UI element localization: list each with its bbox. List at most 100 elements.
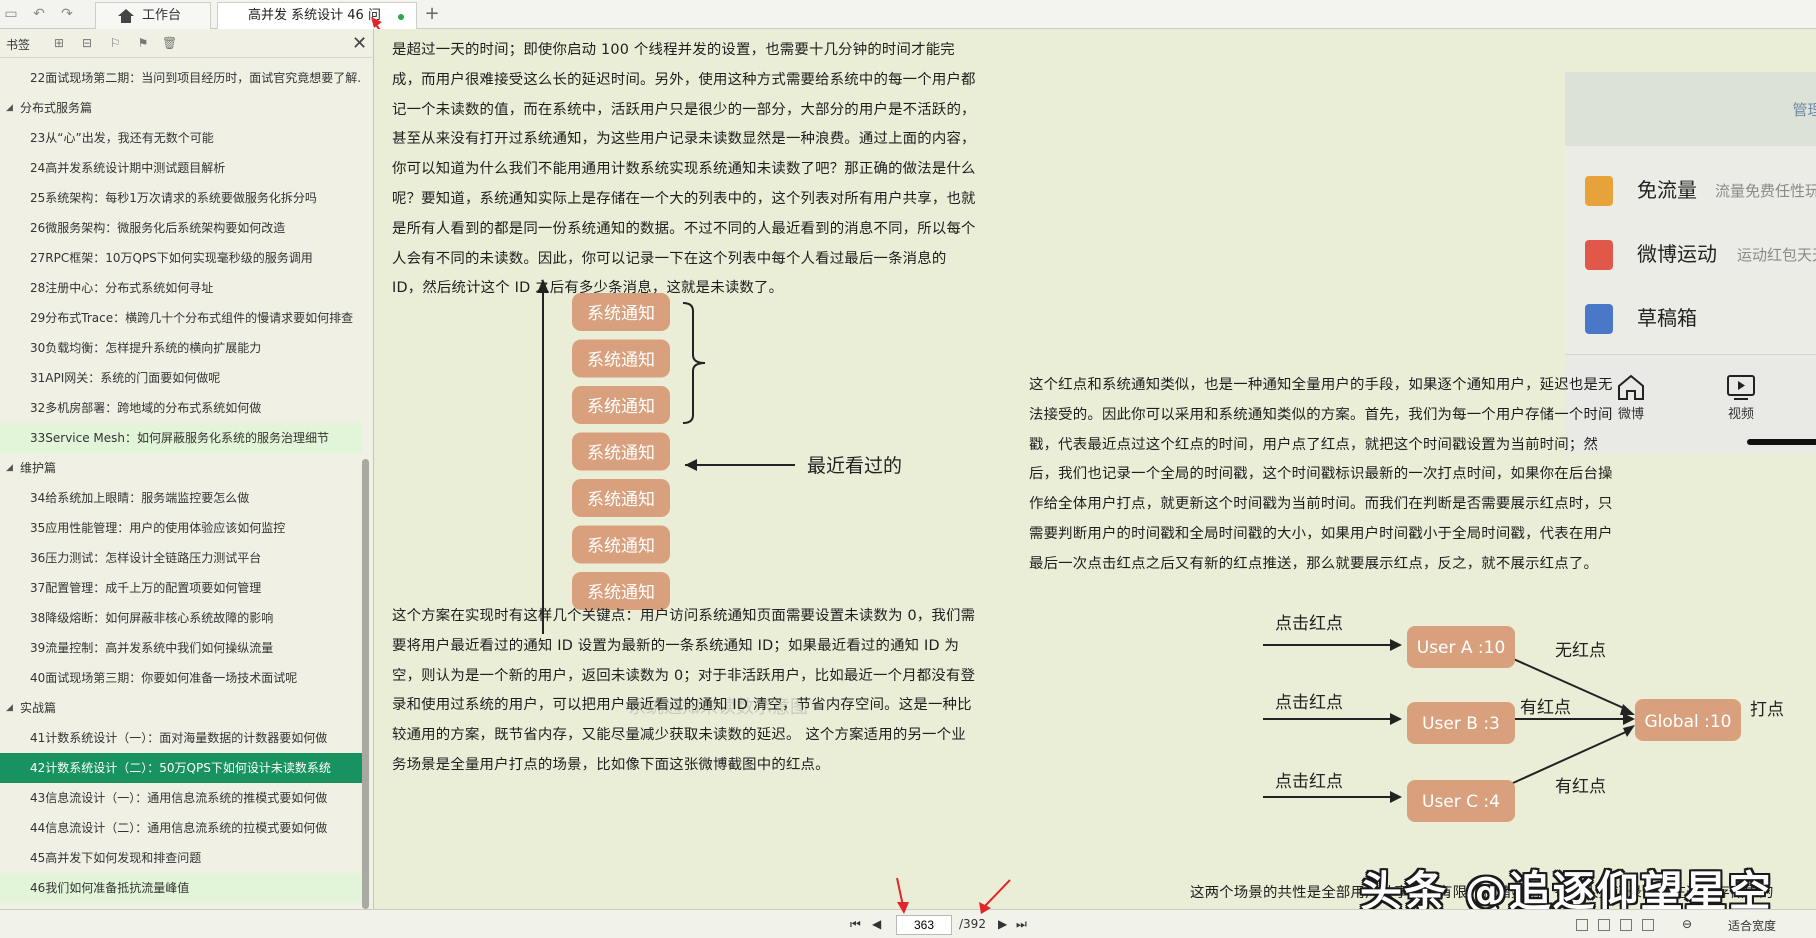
- redo-icon[interactable]: ↷: [61, 6, 73, 22]
- notification-box-label: 系统通知: [587, 351, 655, 371]
- save-icon[interactable]: ▭: [4, 6, 18, 22]
- notification-box-label: 系统通知: [587, 537, 655, 557]
- bookmark-item[interactable]: 30负载均衡：怎样提升系统的横向扩展能力: [0, 333, 362, 363]
- bookmark-label: 27RPC框架：10万QPS下如何实现毫秒级的服务调用: [30, 251, 313, 265]
- close-icon[interactable]: ✕: [352, 33, 368, 54]
- nav-weibo: 微博: [1601, 373, 1661, 422]
- card-name: 微博运动: [1637, 242, 1717, 266]
- text-line: 戳，代表最近点过这个红点的时间，用户点了红点，就把这个时间戳设置为当前时间；然: [1029, 436, 1599, 453]
- notification-box: [572, 293, 670, 331]
- caret-down-icon[interactable]: ◢: [6, 703, 13, 713]
- bookmark-label: 35应用性能管理：用户的使用体验应该如何监控: [30, 521, 286, 535]
- notification-box-label: 系统通知: [587, 490, 655, 510]
- bookmark-item[interactable]: 38降级熔断：如何屏蔽非核心系统故障的影响: [0, 603, 362, 633]
- bookmark-label: 维护篇: [20, 461, 57, 475]
- bookmark-item[interactable]: 22面试现场第二期：当问到项目经历时，面试官究竟想要了解...: [0, 63, 362, 93]
- prev-page-icon[interactable]: ◀: [872, 917, 882, 931]
- bookmark-item[interactable]: 36压力测试：怎样设计全链路压力测试平台: [0, 543, 362, 573]
- bookmark-item[interactable]: 35应用性能管理：用户的使用体验应该如何监控: [0, 513, 362, 543]
- user-box-label: User A :10: [1417, 638, 1506, 658]
- zoom-out-icon[interactable]: ⊖: [1682, 917, 1693, 931]
- undo-icon[interactable]: ↶: [33, 6, 45, 22]
- nav-label: 微博: [1617, 407, 1644, 422]
- single-page-view-icon[interactable]: [1576, 919, 1588, 931]
- bookmark-section[interactable]: ◢ 维护篇: [0, 453, 362, 483]
- zoom-mode[interactable]: 适合宽度: [1728, 919, 1777, 933]
- click-label: 点击红点: [1275, 693, 1343, 713]
- delete-icon[interactable]: 🗑: [162, 36, 178, 50]
- card-desc: 运动红包天天抽: [1737, 246, 1816, 264]
- bookmark-item[interactable]: 28注册中心：分布式系统如何寻址: [0, 273, 362, 303]
- bookmark-item[interactable]: 23从“心”出发，我还有无数个可能: [0, 123, 362, 153]
- bookmark-item[interactable]: 34给系统加上眼睛：服务端监控要怎么做: [0, 483, 362, 513]
- bookmark-item[interactable]: 33Service Mesh：如何屏蔽服务化系统的服务治理细节: [0, 423, 362, 453]
- tab-document[interactable]: 高并发 系统设计 46 问: [217, 2, 417, 30]
- bookmark-item[interactable]: 43信息流设计（一）：通用信息流系统的推模式要如何做: [0, 783, 362, 813]
- traffic-icon: [1585, 176, 1613, 206]
- bookmark-item[interactable]: 37配置管理：成千上万的配置项要如何管理: [0, 573, 362, 603]
- bookmark-item[interactable]: 29分布式Trace：横跨几十个分布式组件的慢请求要如何排查: [0, 303, 362, 333]
- bookmark-item[interactable]: 31API网关：系统的门面要如何做呢: [0, 363, 362, 393]
- global-label: Global :10: [1645, 712, 1732, 732]
- bookmark-icon[interactable]: ⚑: [137, 36, 149, 50]
- continuous-view-icon[interactable]: [1620, 919, 1632, 931]
- bookmark-item[interactable]: 40面试现场第三期：你要如何准备一场技术面试呢: [0, 663, 362, 693]
- book-view-icon[interactable]: [1642, 919, 1654, 931]
- nav-label: 视频: [1727, 407, 1754, 422]
- double-page-view-icon[interactable]: [1598, 919, 1610, 931]
- notification-box-label: 系统通知: [587, 583, 655, 603]
- bookmark-panel: 书签 ⊞ ⊟ ⚐ ⚑ 🗑 ✕ 22面试现场第二期：当问到项目经历时，面试官究竟想…: [0, 29, 374, 909]
- bookmark-item[interactable]: 32多机房部署：跨地域的分布式系统如何做: [0, 393, 362, 423]
- bookmark-label: 25系统架构：每秒1万次请求的系统要做服务化拆分吗: [30, 191, 317, 205]
- text-line: 这个方案在实现时有这样几个关键点：用户访问系统通知页面需要设置未读数为 0，我们…: [392, 608, 976, 624]
- text-line: 是超过一天的时间；即使你启动 100 个线程并发的设置，也需要十几分钟的时间才能…: [392, 42, 955, 58]
- bookmark-item[interactable]: 42计数系统设计（二）：50万QPS下如何设计未读数系统: [0, 753, 362, 783]
- next-page-icon[interactable]: ▶: [998, 917, 1008, 931]
- watermark: 头条 @追逐仰望星空: [1360, 867, 1773, 916]
- text-line: 要将用户最近看过的通知 ID 设置为最新的一条系统通知 ID；如果最近看过的通知…: [392, 637, 960, 654]
- expand-all-icon[interactable]: ⊞: [53, 36, 65, 50]
- no-dot-label: 无红点: [1555, 641, 1606, 661]
- bookmark-label: 42计数系统设计（二）：50万QPS下如何设计未读数系统: [30, 761, 331, 775]
- bookmark-item[interactable]: 24高并发系统设计期中测试题目解析: [0, 153, 362, 183]
- click-label: 点击红点: [1275, 614, 1343, 634]
- page-number-input[interactable]: [896, 915, 952, 935]
- tab-home-label: 工作台: [142, 8, 182, 23]
- page-total: /392: [959, 917, 986, 931]
- notification-box: [572, 479, 670, 517]
- home-indicator: [1747, 439, 1816, 445]
- bookmark-label: 实战篇: [20, 701, 57, 715]
- text-line: 录和使用过系统的用户，可以把用户最近看过的通知 ID 清空，节省内存空间。这是一…: [392, 697, 972, 714]
- scrollbar[interactable]: [362, 459, 369, 909]
- figure-caption: 系统通知未读数示意图: [628, 697, 808, 718]
- add-bookmark-icon[interactable]: ⚐: [109, 36, 121, 50]
- card-drafts: 草稿箱 ›: [1565, 286, 1816, 350]
- tab-home[interactable]: 工作台: [95, 2, 211, 29]
- bookmark-label: 44信息流设计（二）：通用信息流系统的拉模式要如何做: [30, 821, 328, 835]
- first-page-icon[interactable]: ⏮: [850, 917, 861, 931]
- bookmark-item[interactable]: 39流量控制：高并发系统中我们如何操纵流量: [0, 633, 362, 663]
- text-line: 需要判断用户的时间戳和全局时间戳的大小，如果用户时间戳小于全局时间戳，代表在用户: [1029, 526, 1613, 542]
- nav-video: 视频: [1711, 373, 1771, 422]
- click-label: 点击红点: [1275, 772, 1343, 792]
- bookmark-item[interactable]: 45高并发下如何发现和排查问题: [0, 843, 362, 873]
- bookmark-item[interactable]: 44信息流设计（二）：通用信息流系统的拉模式要如何做: [0, 813, 362, 843]
- collapse-all-icon[interactable]: ⊟: [81, 36, 93, 50]
- new-tab-button[interactable]: +: [424, 3, 440, 24]
- has-dot-label: 有红点: [1555, 777, 1606, 797]
- text-line: 是所有人看到的都是同一份系统通知的数据。不过不同的人最近看到的消息不同，所以每个: [392, 220, 976, 237]
- caret-down-icon[interactable]: ◢: [6, 103, 13, 113]
- caret-down-icon[interactable]: ◢: [6, 463, 13, 473]
- bookmark-item[interactable]: 46我们如何准备抵抗流量峰值: [0, 873, 362, 903]
- bookmark-item[interactable]: 27RPC框架：10万QPS下如何实现毫秒级的服务调用: [0, 243, 362, 273]
- bookmark-section[interactable]: ◢分布式服务篇: [0, 93, 362, 123]
- last-page-icon[interactable]: ⏭: [1016, 917, 1027, 931]
- tab-document-label: 高并发 系统设计 46 问: [248, 8, 381, 23]
- bookmark-section[interactable]: ◢ 实战篇: [0, 693, 362, 723]
- bookmark-item[interactable]: 25系统架构：每秒1万次请求的系统要做服务化拆分吗: [0, 183, 362, 213]
- bookmark-item[interactable]: 26微服务架构：微服务化后系统架构要如何改造: [0, 213, 362, 243]
- bookmark-item[interactable]: 41计数系统设计（一）：面对海量数据的计数器要如何做: [0, 723, 362, 753]
- bookmark-label: 46我们如何准备抵抗流量峰值: [30, 881, 190, 895]
- card-desc: 流量免费任性玩: [1715, 182, 1816, 200]
